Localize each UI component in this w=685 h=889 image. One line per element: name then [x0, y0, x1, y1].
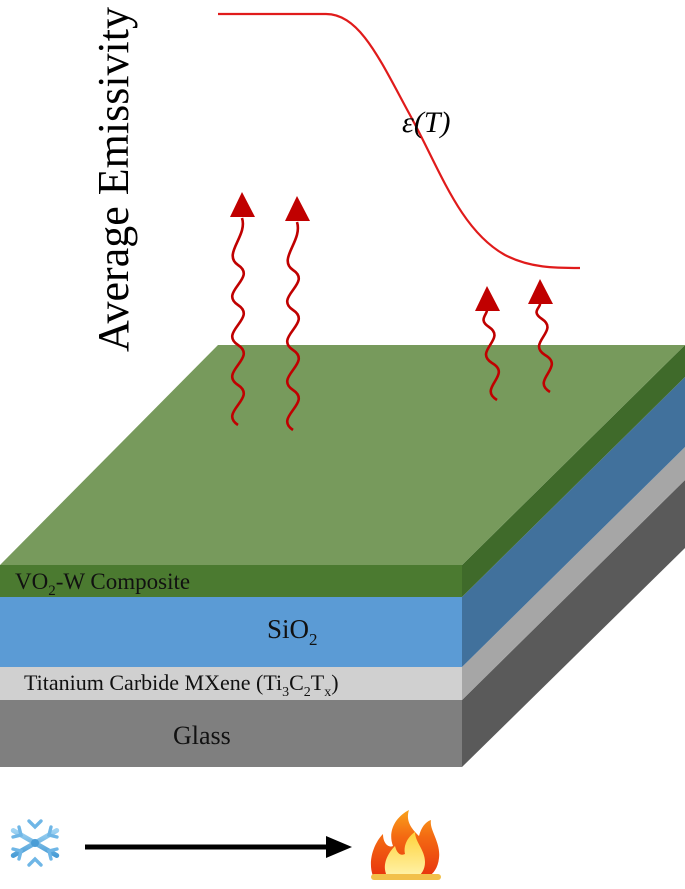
- mxene-layer-label: Titanium Carbide MXene (Ti3C2Tx): [24, 670, 339, 700]
- vo2w-top-face: [0, 345, 685, 565]
- vo2w-front-face: [0, 565, 462, 597]
- sio2-front-face: [0, 597, 462, 667]
- radiation-arrow-1: [230, 192, 255, 427]
- glass-front-face: [0, 700, 462, 767]
- glass-layer-label: Glass: [173, 721, 231, 750]
- emissivity-curve: [218, 12, 581, 270]
- glass-side-face: [462, 480, 685, 767]
- mxene-front-face: [0, 667, 462, 700]
- mxene-side-face: [462, 447, 685, 700]
- curve-label-arg: (T): [414, 106, 451, 139]
- snowflake-icon: [10, 815, 60, 871]
- radiation-arrow-2: [285, 196, 310, 432]
- radiation-arrow-4: [528, 279, 553, 394]
- sio2-side-face: [462, 377, 685, 667]
- curve-label-epsilon: ε: [402, 106, 414, 139]
- vo2w-layer-label: VO2-W Composite: [15, 569, 190, 599]
- curve-label: ε(T): [402, 106, 451, 139]
- radiation-arrow-3: [475, 286, 500, 402]
- y-axis-label: Average Emissivity: [89, 7, 138, 352]
- temperature-arrow: [85, 836, 352, 858]
- sio2-layer-label: SiO2: [267, 614, 318, 649]
- vo2w-side-face: [462, 345, 685, 597]
- fire-icon: [370, 810, 441, 880]
